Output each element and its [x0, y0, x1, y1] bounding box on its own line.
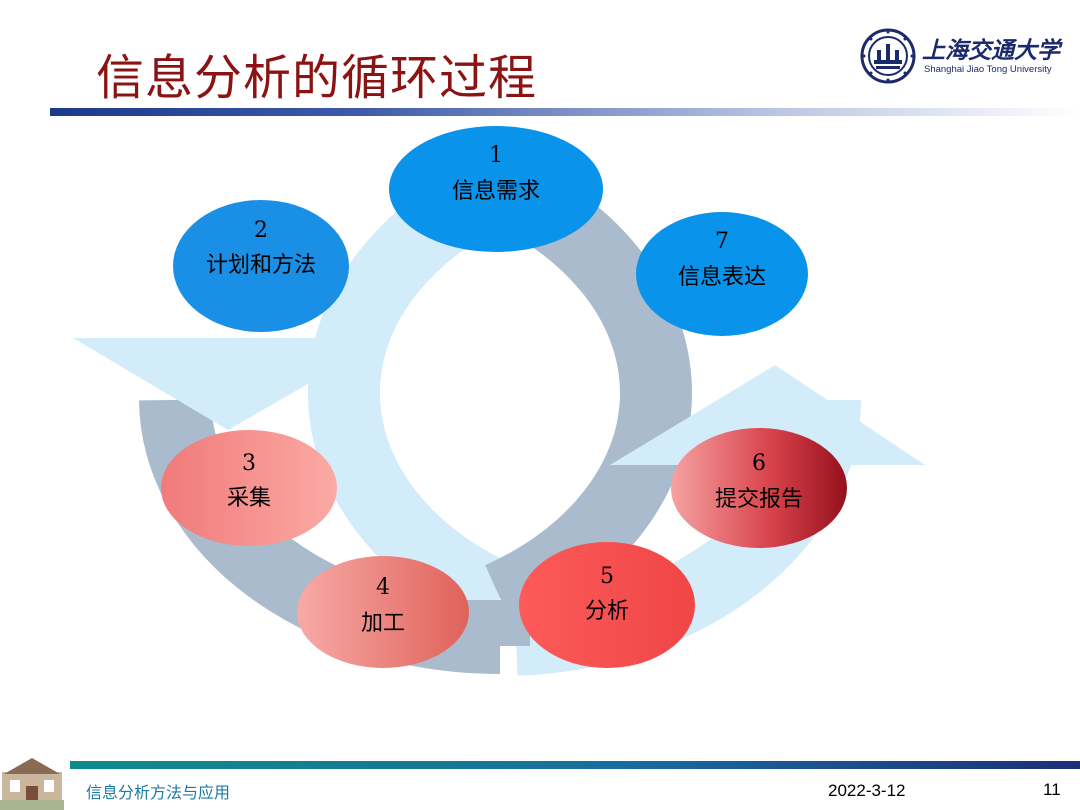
- node-5-number: 5: [600, 564, 614, 589]
- page-number: 11: [1043, 780, 1061, 799]
- node-3-number: 3: [242, 451, 256, 476]
- node-1-label: 信息需求: [452, 179, 540, 204]
- footer-divider: [70, 761, 1080, 769]
- cycle-diagram: 1 信息需求 2 计划和方法 7 信息表达 3 采集 4 加工 5 分析 6 提…: [73, 126, 925, 676]
- node-3: 3 采集: [161, 430, 337, 546]
- university-emblem-icon: [860, 28, 916, 84]
- footer-course-title: 信息分析方法与应用: [86, 783, 231, 802]
- node-7: 7 信息表达: [636, 212, 808, 336]
- node-2: 2 计划和方法: [173, 200, 349, 332]
- arrowhead-down-left: [73, 338, 388, 430]
- node-3-label: 采集: [227, 486, 271, 511]
- node-4: 4 加工: [297, 556, 469, 668]
- node-6-number: 6: [752, 451, 766, 476]
- logo-english-name: Shanghai Jiao Tong University: [924, 64, 1052, 75]
- node-7-label: 信息表达: [678, 265, 766, 290]
- footer-date: 2022-3-12: [828, 781, 906, 800]
- node-6-label: 提交报告: [715, 487, 803, 512]
- node-6: 6 提交报告: [671, 428, 847, 548]
- node-2-number: 2: [254, 218, 268, 243]
- node-5: 5 分析: [519, 542, 695, 668]
- node-2-label: 计划和方法: [206, 253, 316, 278]
- logo-chinese-name: 上海交通大学: [922, 37, 1060, 64]
- title-underline: [50, 108, 1080, 116]
- node-5-label: 分析: [585, 599, 629, 624]
- node-7-number: 7: [715, 229, 729, 254]
- node-1-number: 1: [489, 143, 503, 168]
- node-4-label: 加工: [361, 611, 405, 636]
- node-1: 1 信息需求: [389, 126, 603, 252]
- university-logo: 上海交通大学 Shanghai Jiao Tong University: [860, 28, 1070, 86]
- campus-photo-icon: [0, 752, 64, 810]
- arrowhead-up-right: [610, 365, 925, 465]
- node-4-number: 4: [376, 575, 390, 600]
- page-title: 信息分析的循环过程: [96, 50, 538, 106]
